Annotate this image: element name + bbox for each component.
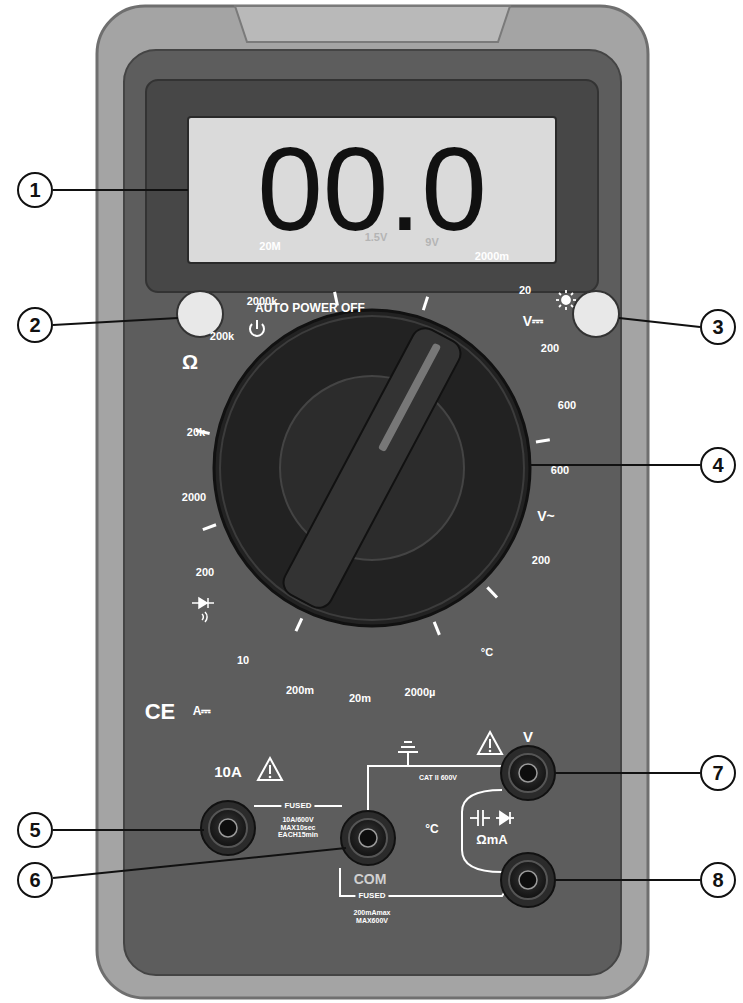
housing [97, 6, 648, 998]
power-icon [250, 320, 264, 336]
range-label: 200 [532, 554, 550, 566]
range-label: 10 [237, 654, 249, 666]
function-label: V~ [537, 509, 555, 524]
ground-line [368, 766, 502, 812]
jack-label: 10A [214, 764, 242, 781]
fuse-rating: 200mAmax MAX600V [346, 909, 398, 924]
lcd-screen [188, 117, 556, 263]
range-separator [203, 525, 216, 530]
dial-pointer [279, 323, 466, 612]
capacitor-diode-symbol [470, 810, 514, 826]
callout-number: 7 [712, 762, 723, 784]
callout-number: 2 [29, 314, 40, 336]
function-label: Ω [182, 351, 198, 373]
callout-number: 5 [29, 819, 40, 841]
input-jack [501, 746, 555, 800]
range-label: 200m [286, 684, 314, 696]
jack-socket [219, 819, 237, 837]
jack-label: ΩmA [476, 833, 507, 847]
diode-continuity-symbol [192, 598, 214, 622]
function-label: °C [481, 646, 493, 658]
range-separator [434, 622, 439, 635]
dial-rim [220, 316, 524, 620]
range-separator [536, 440, 550, 442]
callout-number: 6 [29, 869, 40, 891]
pointer-groove [378, 343, 441, 453]
range-label: 600 [558, 399, 576, 411]
jack-collar [341, 811, 395, 865]
ce-mark: CE [145, 700, 176, 724]
jack-ring [209, 809, 247, 847]
callout-circles [18, 173, 735, 897]
input-jack [501, 853, 555, 907]
jack-label: COM [354, 872, 387, 887]
range-label: 2000µ [405, 686, 436, 698]
input-jack [341, 811, 395, 865]
fuse-rating: 10A/600V MAX10sec EACH15min [272, 816, 324, 839]
jack-collar [201, 801, 255, 855]
range-label: 2000k [247, 295, 278, 307]
housing-notch [235, 6, 510, 42]
backlight-button [573, 291, 619, 337]
input-jack [201, 801, 255, 855]
range-label: 2000m [475, 250, 509, 262]
range-label: 9V [425, 236, 438, 248]
range-label: 20M [259, 240, 280, 252]
input-bracket [462, 790, 502, 872]
jack-ring [509, 861, 547, 899]
warning-triangle [478, 732, 502, 754]
jack-label: °C [425, 823, 438, 836]
range-label: 20 [519, 284, 531, 296]
callout-number: 8 [712, 869, 723, 891]
function-label: V⎓ [523, 314, 543, 329]
jack-markings [254, 766, 506, 896]
callout-number: 1 [29, 179, 40, 201]
category-rating: CAT II 600V [419, 774, 457, 782]
ground-symbol [398, 742, 418, 766]
range-label: 2000 [182, 491, 206, 503]
jack-socket [359, 829, 377, 847]
leader-lines [53, 190, 700, 880]
jack-collar [501, 853, 555, 907]
display-bezel [146, 80, 598, 292]
range-label: 200 [541, 342, 559, 354]
range-label: 600 [551, 464, 569, 476]
pointer-bar [279, 323, 466, 612]
range-separator [423, 297, 427, 310]
fuse-note: FUSED [281, 802, 314, 811]
range-label: 200k [210, 330, 234, 342]
range-label: 20m [349, 692, 371, 704]
jack-ring [349, 819, 387, 857]
range-label: 200 [196, 566, 214, 578]
range-separators [196, 292, 550, 635]
jack-socket [519, 871, 537, 889]
function-label: A⎓ [193, 705, 212, 718]
callout-number: 3 [712, 316, 723, 338]
jack-socket [519, 764, 537, 782]
fuse-note: FUSED [355, 892, 388, 901]
rotary-dial [214, 310, 530, 626]
range-label: 1.5V [365, 231, 388, 243]
backlight-icon [556, 290, 576, 310]
range-separator [296, 618, 302, 631]
range-separator [487, 587, 497, 597]
jack-collar [501, 746, 555, 800]
front-face [124, 50, 621, 975]
input-jacks [201, 746, 555, 907]
callout-number: 4 [712, 454, 723, 476]
jack-label: V [523, 729, 533, 746]
warning-triangle [258, 758, 282, 780]
range-label: 20k [187, 426, 205, 438]
jack-ring [509, 754, 547, 792]
